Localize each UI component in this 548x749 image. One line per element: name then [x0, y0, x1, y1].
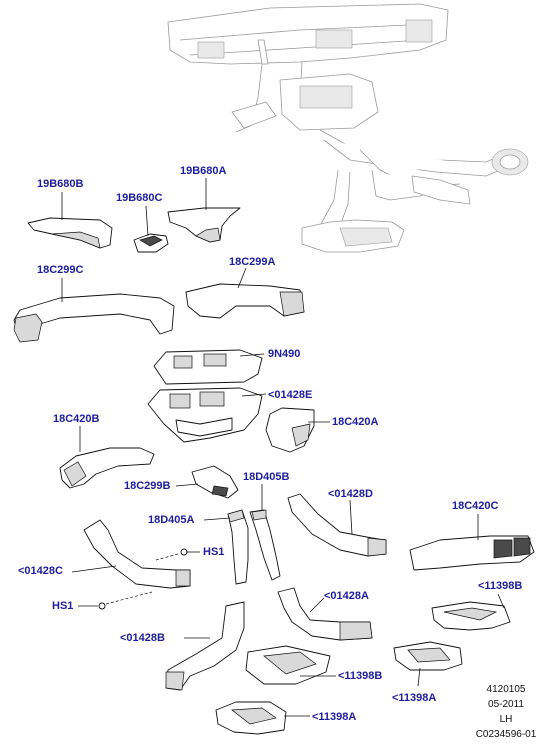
screw-HS1-left — [78, 591, 153, 610]
part-19B680C — [133, 205, 169, 253]
label-19B680C: 19B680C — [116, 192, 163, 204]
part-18C420C — [409, 514, 535, 571]
label-18D405A: 18D405A — [148, 514, 195, 526]
label-01428A: <01428A — [324, 590, 369, 602]
part-19B680B — [27, 192, 113, 249]
label-9N490: 9N490 — [268, 348, 301, 360]
label-19B680B: 19B680B — [37, 178, 84, 190]
part-18D405A — [203, 509, 249, 585]
label-01428C: <01428C — [18, 565, 63, 577]
label-HS1-left: HS1 — [52, 600, 74, 612]
label-18C299C: 18C299C — [37, 264, 84, 276]
part-01428E — [147, 387, 267, 443]
drawing-ref: C0234596-01 — [475, 729, 537, 740]
label-01428B: <01428B — [120, 632, 165, 644]
label-18C299A: 18C299A — [229, 256, 276, 268]
part-18D405B — [249, 484, 281, 581]
part-11398B-right — [431, 593, 511, 631]
part-11398A — [215, 701, 310, 735]
part-01428C — [71, 519, 191, 589]
label-18D405B: 18D405B — [243, 471, 290, 483]
part-19B680A — [167, 178, 241, 243]
label-18C420A: 18C420A — [332, 416, 379, 428]
part-01428A — [277, 587, 373, 641]
drawing-code: 4120105 — [486, 684, 526, 695]
label-18C420C: 18C420C — [452, 500, 499, 512]
part-18C420B — [59, 426, 155, 489]
label-18C299B: 18C299B — [124, 480, 171, 492]
label-11398B: <11398B — [338, 670, 383, 682]
part-11398A-right — [393, 641, 463, 687]
part-18C299B — [175, 465, 239, 499]
part-18C299A — [185, 267, 305, 319]
label-18C420B: 18C420B — [53, 413, 100, 425]
label-11398B-right: <11398B — [478, 580, 523, 592]
label-19B680A: 19B680A — [180, 165, 227, 177]
part-01428B — [165, 601, 245, 691]
label-11398A-right: <11398A — [392, 692, 437, 704]
label-01428D: <01428D — [328, 488, 373, 500]
part-11398B — [245, 645, 336, 685]
drawing-date: 05-2011 — [488, 699, 524, 710]
part-18C420A — [265, 407, 330, 453]
drawing-side: LH — [499, 714, 513, 725]
label-11398A: <11398A — [312, 711, 357, 723]
label-HS1-top: HS1 — [203, 546, 225, 558]
dashboard-assembly-ghost — [167, 3, 529, 253]
screw-HS1-top — [155, 548, 200, 561]
label-01428E: <01428E — [268, 389, 313, 401]
part-01428D — [287, 493, 387, 557]
part-18C299C — [13, 278, 175, 343]
part-9N490 — [153, 349, 265, 385]
